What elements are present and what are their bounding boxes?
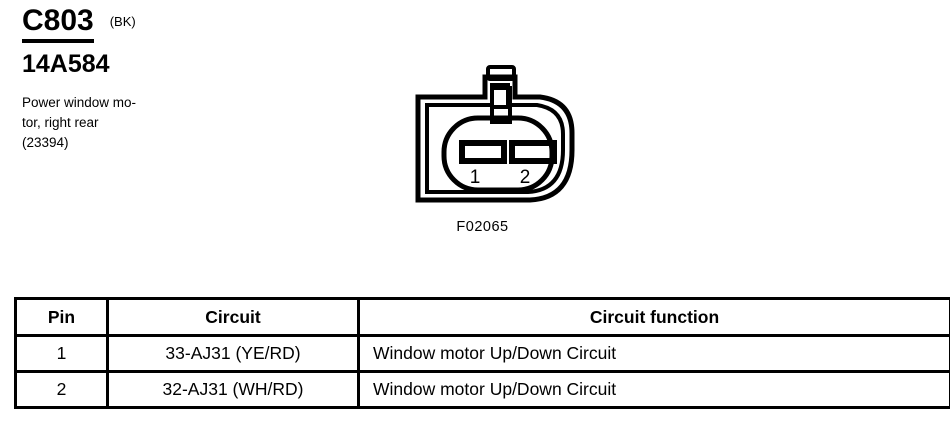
cell-pin: 2 (14, 370, 109, 409)
table-header-row: Pin Circuit Circuit function (14, 297, 950, 337)
description-line-1: Power window mo- (22, 95, 137, 110)
pin-number-1-label: 1 (470, 167, 481, 188)
terminal-slot-2 (509, 140, 557, 164)
connector-header-block: C803 (BK) 14A584 Power window mo- tor, r… (22, 4, 362, 153)
connector-description: Power window mo- tor, right rear (23394) (22, 93, 197, 153)
connector-drawing-icon: 1 2 (415, 65, 575, 203)
table-body: 1 33-AJ31 (YE/RD) Window motor Up/Down C… (14, 334, 950, 409)
cell-circuit: 32-AJ31 (WH/RD) (106, 370, 360, 409)
connector-figure-label: F02065 (456, 219, 509, 235)
connector-latch-tab (486, 65, 516, 81)
table-row: 2 32-AJ31 (WH/RD) Window motor Up/Down C… (14, 370, 950, 409)
connector-inner-shell (425, 83, 565, 194)
column-header-pin: Pin (14, 297, 109, 337)
column-header-circuit-function: Circuit function (357, 297, 950, 337)
connector-outer-shell (415, 74, 575, 203)
column-header-circuit: Circuit (106, 297, 360, 337)
connector-id: C803 (22, 4, 94, 43)
description-line-3: (23394) (22, 135, 69, 150)
connector-part-number: 14A584 (22, 50, 110, 78)
connector-figure: 1 2 F02065 (400, 55, 610, 245)
cell-pin: 1 (14, 334, 109, 373)
cell-circuit-function: Window motor Up/Down Circuit (357, 370, 950, 409)
connector-id-row: C803 (BK) (22, 4, 362, 43)
table-header: Pin Circuit Circuit function (14, 297, 950, 337)
pin-number-2-label: 2 (520, 167, 531, 188)
description-line-2: tor, right rear (22, 115, 99, 130)
cell-circuit-function: Window motor Up/Down Circuit (357, 334, 950, 373)
cell-circuit: 33-AJ31 (YE/RD) (106, 334, 360, 373)
connector-color-code: (BK) (109, 14, 136, 29)
pin-assignment-table: Pin Circuit Circuit function 1 33-AJ31 (… (14, 297, 950, 409)
table-row: 1 33-AJ31 (YE/RD) Window motor Up/Down C… (14, 334, 950, 373)
terminal-slot-1 (459, 140, 507, 164)
